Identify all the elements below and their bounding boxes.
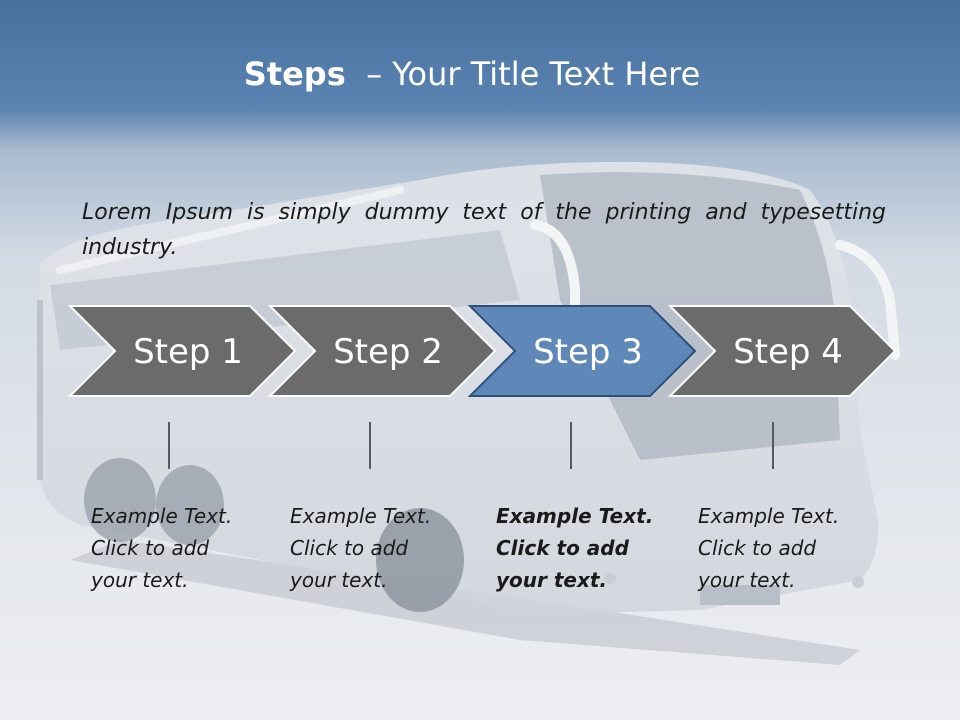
step-4-connector: [772, 422, 774, 469]
step-2-text[interactable]: Example Text. Click to add your text.: [290, 504, 432, 592]
title-bold: Steps: [243, 55, 346, 93]
step-3-label: Step 3: [533, 332, 643, 372]
step-1-connector: [168, 422, 170, 469]
title-rest: – Your Title Text Here: [366, 55, 701, 93]
step-4-text[interactable]: Example Text. Click to add your text.: [698, 504, 840, 592]
step-3-text[interactable]: Example Text. Click to add your text.: [496, 504, 654, 592]
slide-title: Steps – Your Title Text Here: [0, 52, 944, 96]
step-1-label: Step 1: [133, 332, 243, 372]
step-4-label: Step 4: [733, 332, 843, 372]
step-3-arrow[interactable]: Step 3: [467, 305, 697, 397]
step-2-label: Step 2: [333, 332, 443, 372]
intro-text: Lorem Ipsum is simply dummy text of the …: [82, 200, 886, 260]
step-1-arrow[interactable]: Step 1: [67, 305, 297, 397]
step-1-text[interactable]: Example Text. Click to add your text.: [91, 504, 233, 592]
step-2-connector: [369, 422, 371, 469]
step-4-arrow[interactable]: Step 4: [667, 305, 897, 397]
step-2-arrow[interactable]: Step 2: [267, 305, 497, 397]
step-3-connector: [570, 422, 572, 469]
